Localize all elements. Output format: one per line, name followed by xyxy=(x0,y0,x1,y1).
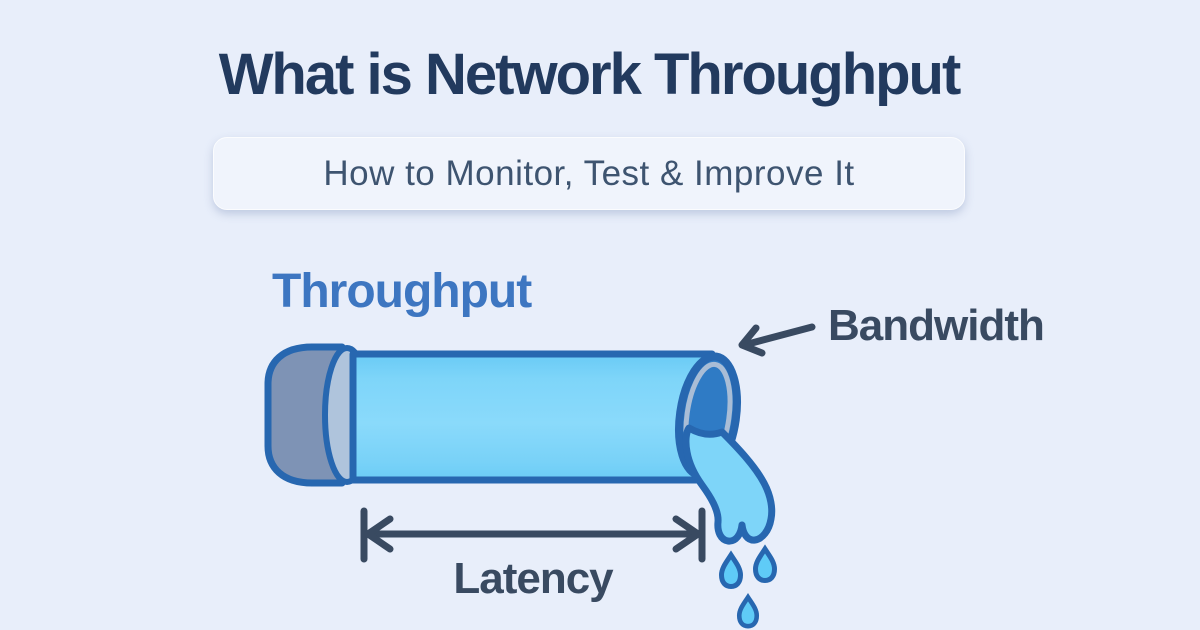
pipe-cap xyxy=(264,343,346,487)
page-title: What is Network Throughput xyxy=(218,42,962,107)
subtitle-text: How to Monitor, Test & Improve It xyxy=(323,153,855,193)
latency-label: Latency xyxy=(453,554,613,603)
latency-arrowhead-left xyxy=(364,515,394,553)
subtitle-box: How to Monitor, Test & Improve It xyxy=(213,137,965,210)
water-stream xyxy=(682,424,776,545)
latency-arrowhead-right xyxy=(672,515,702,553)
water-drop-icon xyxy=(718,550,744,590)
water-drop-icon xyxy=(736,592,760,629)
bandwidth-arrow xyxy=(738,323,816,357)
bandwidth-label: Bandwidth xyxy=(828,301,1045,350)
bandwidth-arrowhead xyxy=(738,324,766,357)
pipe-body xyxy=(349,350,716,484)
throughput-label: Throughput xyxy=(272,265,532,318)
bandwidth-arrow-line xyxy=(744,323,816,348)
water-drop-icon xyxy=(752,544,778,584)
latency-dimension-arrow xyxy=(360,507,706,563)
